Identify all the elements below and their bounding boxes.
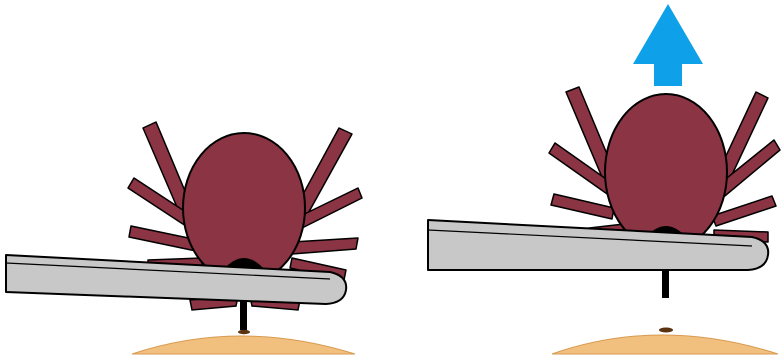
mouthparts-left [240,296,247,330]
skin-mound-right [551,334,779,355]
panel-grip [5,121,363,355]
tweezers-left-seam [5,262,331,280]
skin-mound-left [131,335,356,355]
bite-mark-right [659,327,673,333]
panel-pull [427,4,781,355]
tweezers-right [427,219,770,271]
leg [291,237,359,255]
leg [550,193,615,220]
tweezers-right-seam [427,229,753,247]
bite-mark-left [238,329,250,335]
leg [711,195,777,227]
arrow-up-icon [633,4,703,86]
mouthparts-right [662,262,669,298]
